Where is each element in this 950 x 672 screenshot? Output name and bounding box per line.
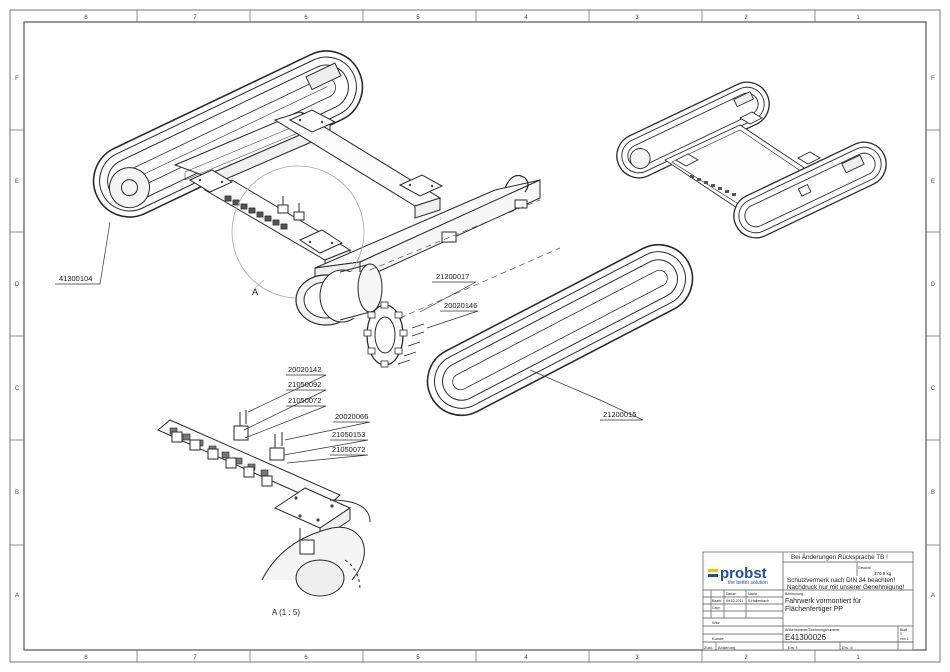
title-block [702, 551, 914, 651]
drive-hub [295, 263, 383, 326]
tb-weight-label: Gewicht [858, 566, 871, 570]
col-label-top: 8 [84, 15, 88, 21]
callout-41300104: 41300104 [59, 274, 92, 283]
col-label-bottom: 2 [744, 655, 748, 661]
col-label-top: 1 [856, 15, 860, 21]
tb-row-gepr: Gepr. [712, 606, 721, 610]
sprocket-bolts [397, 323, 425, 365]
tb-designation-1: Fahrwerk vormontiert für [785, 598, 862, 605]
tb-protection-1: Schutzvermerk nach DIN 34 beachten! [787, 577, 895, 584]
tb-row-werk: Wkz [712, 620, 720, 625]
tb-aend: Änderung [718, 645, 735, 650]
col-label-top: 6 [304, 15, 308, 21]
row-label-left: A [15, 593, 19, 599]
logo-stripe-blue [708, 574, 718, 577]
logo-stripe-yellow [708, 569, 718, 572]
callout-21200015: 21200015 [603, 410, 636, 419]
tb-sheet-value: 1 [900, 632, 902, 636]
col-label-bottom: 4 [524, 655, 528, 661]
row-label-right: E [931, 179, 935, 185]
col-label-bottom: 5 [416, 655, 420, 661]
row-label-right: A [931, 593, 935, 599]
row-label-left: D [15, 282, 20, 288]
callout-20020142: 20020142 [288, 365, 321, 374]
logo-text: probst [720, 565, 767, 582]
col-label-top: 2 [744, 15, 748, 21]
row-label-right: C [931, 386, 936, 392]
tb-designation-label: Benennung [785, 592, 803, 596]
col-label-bottom: 1 [856, 655, 860, 661]
callout-20020066: 20020066 [335, 412, 368, 421]
callout-21050153: 21050153 [332, 430, 365, 439]
col-label-bottom: 3 [635, 655, 639, 661]
col-label-bottom: 8 [84, 655, 88, 661]
tb-drawing-no-label: Artikelnummer/Zeichnungsnummer [785, 628, 840, 632]
tb-row-kunde: Kunde [712, 636, 724, 641]
row-label-left: F [15, 76, 19, 82]
grid-ticks [10, 10, 940, 662]
row-label-left: C [15, 386, 20, 392]
tb-ers-d: Ers. d. [842, 645, 854, 650]
tb-sheets-total: von 1 [900, 637, 909, 641]
logo-tagline: the better solution [728, 580, 768, 586]
callout-21050072: 21050072 [332, 445, 365, 454]
col-label-top: 5 [416, 15, 420, 21]
callout-20020146: 20020146 [444, 301, 477, 310]
col-label-top: 7 [193, 15, 197, 21]
detail-a-view [157, 410, 371, 597]
col-label-bottom: 7 [193, 655, 197, 661]
detail-view-label: A (1 : 5) [272, 608, 300, 617]
tb-zust: Zust. [704, 645, 713, 650]
row-label-right: B [931, 490, 935, 496]
assembled-view [616, 81, 887, 239]
tb-col-name: Name [748, 592, 757, 596]
track-right [426, 243, 694, 417]
leader-lines [55, 221, 644, 464]
callout-21050092: 21050092 [288, 380, 321, 389]
callout-21050072: 21050072 [288, 396, 321, 405]
tb-date-value: 09.02.2011 [726, 599, 743, 603]
callout-21200017: 21200017 [436, 272, 469, 281]
tb-designation-2: Flächenfertiger PP [785, 606, 843, 613]
tb-notice: Bei Änderungen Rücksprache TB ! [791, 553, 888, 561]
tb-row-bearb: Bearb. [712, 599, 722, 603]
sprocket [363, 301, 408, 368]
tb-col-date: Datum [726, 592, 736, 596]
row-label-right: F [931, 76, 935, 82]
row-label-right: D [931, 282, 936, 288]
detail-marker-a: A [252, 287, 258, 297]
tb-drawing-no: E41300026 [785, 633, 826, 642]
col-label-bottom: 6 [304, 655, 308, 661]
tb-name-value: S.Hallenbach [748, 599, 769, 603]
row-label-left: B [15, 490, 19, 496]
row-label-left: E [15, 179, 19, 185]
col-label-top: 4 [524, 15, 528, 21]
tb-protection-2: Nachdruck nur mit unserer Genehmigung! [787, 584, 904, 591]
col-label-top: 3 [635, 15, 639, 21]
tb-ers-fur: Ers. f. [788, 645, 798, 650]
tb-sheet-label: Blatt [900, 628, 907, 632]
tb-weight-value: 370,9 kg [874, 571, 892, 576]
main-assembly [92, 50, 694, 417]
